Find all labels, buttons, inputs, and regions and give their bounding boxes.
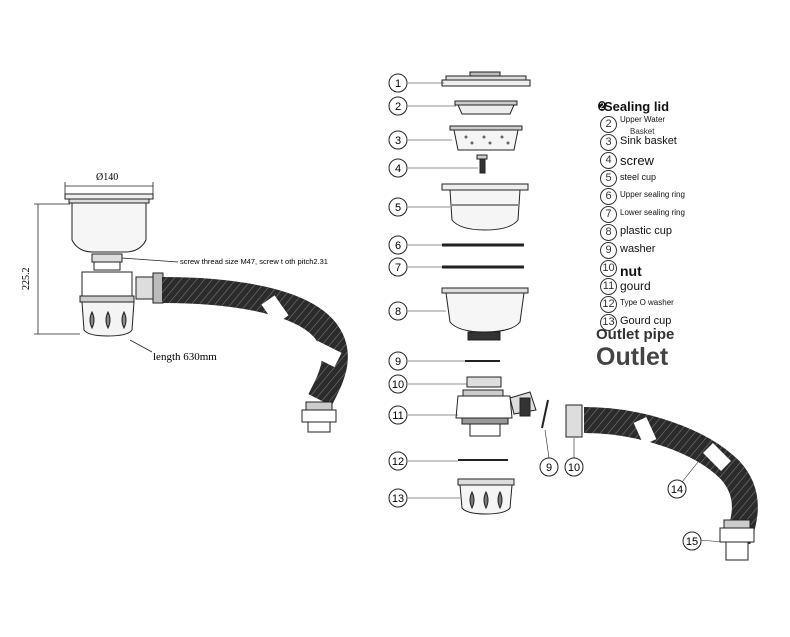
part-upper-basket xyxy=(454,100,518,115)
legend-num: 8 xyxy=(600,224,617,241)
svg-text:11: 11 xyxy=(392,410,403,422)
callout-3: 3 xyxy=(388,130,408,150)
part-sealing-lid xyxy=(441,71,531,87)
callout-15: 15 xyxy=(682,531,702,551)
callout-14: 14 xyxy=(667,479,687,499)
legend-label: plastic cup xyxy=(620,225,672,237)
legend-num: 4 xyxy=(600,152,617,169)
outlet-fitting-right xyxy=(719,519,755,561)
legend-label: nut xyxy=(620,263,642,279)
callout-10b: 10 xyxy=(564,457,584,477)
dimension-lines xyxy=(34,182,179,353)
part-sink-basket xyxy=(449,125,523,151)
legend-num: 5 xyxy=(600,170,617,187)
legend-num: 11 xyxy=(600,278,617,295)
legend-num: 6 xyxy=(600,188,617,205)
callout-10: 10 xyxy=(388,374,408,394)
legend-num: 9 xyxy=(600,242,617,259)
callout-4: 4 xyxy=(388,158,408,178)
svg-text:15: 15 xyxy=(686,536,698,548)
callout-1: 1 xyxy=(388,73,408,93)
legend-num: 13 xyxy=(600,314,617,331)
svg-text:2: 2 xyxy=(395,101,401,113)
basket-sublabel: Basket xyxy=(630,127,655,136)
legend-label: screw xyxy=(620,153,654,168)
legend-label: Upper sealing ring xyxy=(620,190,685,199)
diameter-label: Ø140 xyxy=(96,172,118,183)
part-screw xyxy=(476,154,488,174)
svg-text:4: 4 xyxy=(395,163,401,175)
legend-label: Type O washer xyxy=(620,298,674,307)
legend-label: gourd xyxy=(620,279,651,293)
svg-text:10: 10 xyxy=(392,379,404,391)
callout-6: 6 xyxy=(388,235,408,255)
svg-text:9: 9 xyxy=(546,462,552,474)
callout-13: 13 xyxy=(388,488,408,508)
callout-9b: 9 xyxy=(539,457,559,477)
svg-text:8: 8 xyxy=(395,306,401,318)
legend-label: washer xyxy=(620,243,656,255)
legend-label: Gourd cup xyxy=(620,315,672,327)
part-plastic-cup xyxy=(441,287,529,341)
exploded-parts xyxy=(441,71,583,515)
svg-text:5: 5 xyxy=(395,202,401,214)
callout-12: 12 xyxy=(388,451,408,471)
legend-label: Sealing lid xyxy=(604,99,670,114)
callout-11: 11 xyxy=(388,405,408,425)
hose-left xyxy=(161,277,348,406)
legend-label: Upper Water xyxy=(620,115,666,124)
svg-text:9: 9 xyxy=(395,356,401,368)
callout-2: 2 xyxy=(388,96,408,116)
callout-7: 7 xyxy=(388,257,408,277)
length-note: length 630mm xyxy=(153,351,217,363)
legend-num: 3 xyxy=(600,134,617,151)
legend-label: steel cup xyxy=(620,172,657,182)
svg-text:6: 6 xyxy=(395,240,401,252)
height-label: 225.2 xyxy=(21,268,32,291)
legend-num: 2 xyxy=(600,116,617,133)
basket-body xyxy=(71,202,147,253)
legend-num: 12 xyxy=(600,296,617,313)
screw-note: screw thread size M47, screw t oth pitch… xyxy=(180,257,328,266)
svg-text:1: 1 xyxy=(395,78,401,90)
flange xyxy=(64,193,154,200)
svg-text:12: 12 xyxy=(392,456,404,468)
outlet-pipe-label: Outlet pipe xyxy=(596,326,675,343)
part-nut xyxy=(466,376,502,388)
outlet-fitting-left xyxy=(301,401,337,433)
part-gourd-cup xyxy=(457,478,515,515)
legend-label: Sink basket xyxy=(620,135,677,147)
svg-text:3: 3 xyxy=(395,135,401,147)
legend-num: 7 xyxy=(600,206,617,223)
callout-8: 8 xyxy=(388,301,408,321)
leader-lines xyxy=(408,82,723,543)
legend-num: 2 xyxy=(598,101,606,111)
svg-text:13: 13 xyxy=(392,493,404,505)
callouts: 1 2 3 4 5 6 7 8 9 10 11 12 13 9 10 14 15 xyxy=(388,73,702,551)
legend-label: Lower sealing ring xyxy=(620,208,685,217)
part-gourd xyxy=(455,389,537,437)
hose-right xyxy=(583,407,758,545)
outlet-label: Outlet xyxy=(596,343,669,371)
svg-text:10: 10 xyxy=(568,462,580,474)
svg-text:14: 14 xyxy=(671,484,683,496)
legend-num: 10 xyxy=(600,260,617,277)
assembled-drain xyxy=(64,193,164,337)
part-steel-cup xyxy=(441,183,529,231)
callout-9: 9 xyxy=(388,351,408,371)
svg-text:7: 7 xyxy=(395,262,401,274)
callout-5: 5 xyxy=(388,197,408,217)
